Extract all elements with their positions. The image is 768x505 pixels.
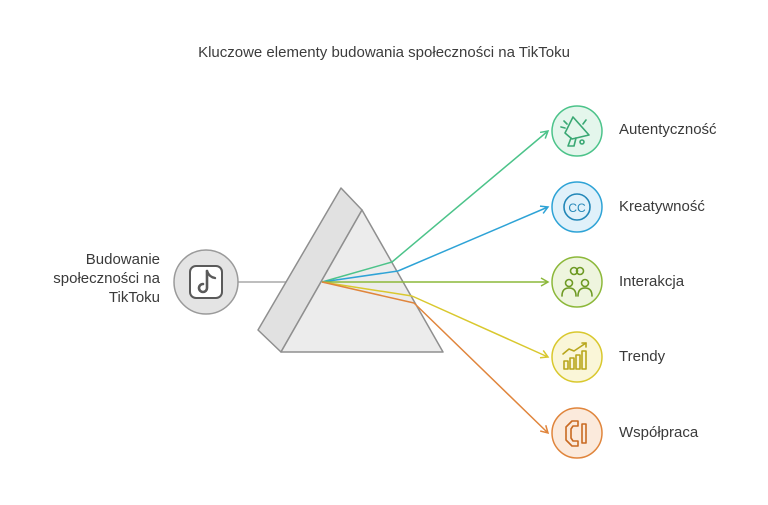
ray-trendy — [411, 295, 550, 359]
svg-text:CC: CC — [568, 201, 586, 215]
prism — [257, 187, 444, 353]
tiktok-icon — [189, 265, 223, 299]
inner-ray-3 — [321, 281, 413, 297]
source-label: Budowanie społeczności na TikToku — [53, 251, 160, 306]
chart-icon — [562, 342, 587, 370]
label-trendy: Trendy — [619, 348, 666, 365]
node-autentycznosc — [551, 105, 603, 157]
cc-icon: CC — [563, 193, 591, 221]
label-kreatywnosc: Kreatywność — [619, 198, 705, 215]
source-node — [173, 249, 239, 315]
diagram-title: Kluczowe elementy budowania społeczności… — [198, 44, 570, 61]
inner-ray-0 — [321, 261, 393, 283]
megaphone-icon — [560, 116, 590, 147]
inner-ray-4 — [321, 281, 415, 304]
people-icon — [561, 266, 593, 297]
node-wspolpraca — [551, 407, 603, 459]
node-kreatywnosc: CC — [551, 181, 603, 233]
label-wspolpraca: Współpraca — [619, 424, 699, 441]
ray-kreatywnosc — [397, 205, 550, 272]
ray-autentycznosc — [391, 130, 550, 263]
inner-ray-1 — [321, 270, 399, 283]
ray-wspolpraca — [413, 302, 550, 435]
node-trendy — [551, 331, 603, 383]
label-interakcja: Interakcja — [619, 273, 685, 290]
handshake-icon — [565, 420, 587, 447]
label-autentycznosc: Autentyczność — [619, 121, 717, 138]
node-interakcja — [551, 256, 603, 308]
